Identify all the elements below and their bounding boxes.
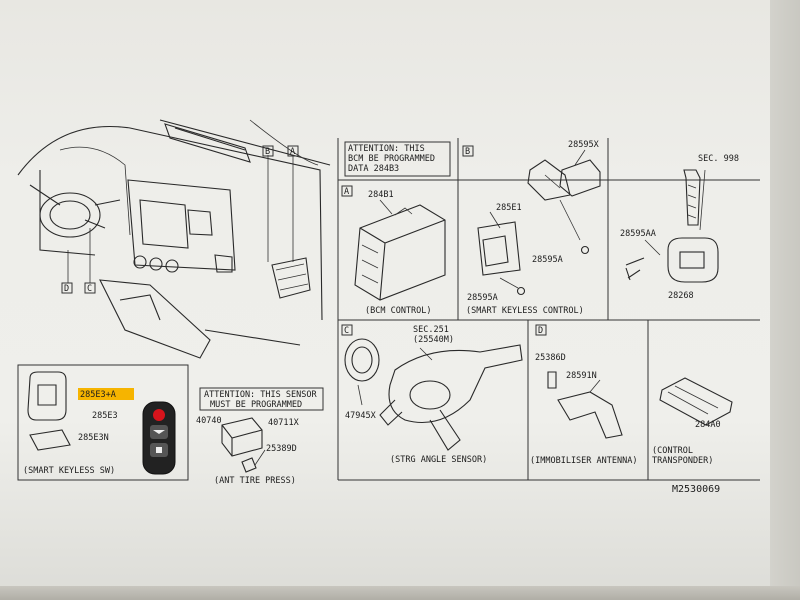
page-code: M2530069 [672, 484, 720, 495]
smart-keyless-sw-box [17, 364, 189, 481]
panel-b-box [462, 145, 474, 157]
part-47945x: 47945X [345, 411, 377, 421]
caption-smart-keyless-sw: (SMART KEYLESS SW) [23, 466, 115, 476]
panel-grid [337, 138, 760, 481]
caption-control-transponder-2: TRANSPONDER) [652, 456, 713, 466]
part-284a0: 284A0 [695, 420, 721, 430]
part-28595a-lower: 28595A [467, 293, 498, 303]
bcm-module-drawing [354, 199, 446, 301]
caption-control-transponder-1: (CONTROL [652, 446, 693, 456]
panel-c-letter: C [344, 326, 349, 336]
part-28591n: 28591N [566, 371, 597, 381]
part-28595aa: 28595AA [620, 229, 656, 239]
attention-sensor-line1: ATTENTION: THIS SENSOR [204, 390, 317, 400]
part-40711x: 40711X [268, 418, 300, 428]
immobiliser-antenna-drawing [547, 371, 623, 439]
attention-bcm-line3: DATA 284B3 [348, 164, 399, 174]
caption-smart-keyless-control: (SMART KEYLESS CONTROL) [466, 306, 584, 316]
part-285e1: 285E1 [496, 203, 522, 213]
panel-b-letter: B [465, 147, 470, 157]
part-28595x: 28595X [568, 140, 600, 150]
marker-d-box [61, 282, 73, 294]
marker-a-box [287, 145, 299, 157]
part-25386d: 25386D [535, 353, 566, 363]
keyless-switch-drawing [27, 371, 71, 451]
part-40740: 40740 [196, 416, 222, 426]
monitor-bezel-bottom [0, 586, 800, 600]
part-25389d: 25389D [266, 444, 297, 454]
part-285e3: 285E3 [92, 411, 118, 421]
attention-bcm-line2: BCM BE PROGRAMMED [348, 154, 435, 164]
control-transponder-drawing [659, 377, 733, 426]
marker-a: A [290, 147, 295, 157]
tire-sensor-drawing [221, 417, 266, 473]
marker-c-box [84, 282, 96, 294]
caption-strg-angle-sensor: (STRG ANGLE SENSOR) [390, 455, 487, 465]
part-sec-998: SEC. 998 [698, 154, 739, 164]
part-25540m: (25540M) [413, 335, 454, 345]
steering-sensor-drawing [344, 338, 523, 451]
smart-keyless-module-drawing [477, 149, 601, 296]
panel-c-box [341, 324, 353, 336]
panel-a-box [341, 185, 353, 197]
marker-b: B [265, 147, 270, 157]
panel-d-box [535, 324, 547, 336]
monitor-bezel [770, 0, 800, 600]
attention-sensor-box [199, 387, 324, 411]
key-transponder-drawing [625, 169, 719, 283]
panel-d-letter: D [538, 326, 543, 336]
marker-d: D [64, 284, 69, 294]
attention-sensor-line2: MUST BE PROGRAMMED [210, 400, 302, 410]
attention-bcm-box [344, 141, 451, 177]
part-284b1: 284B1 [368, 190, 394, 200]
part-285e3n: 285E3N [78, 433, 109, 443]
key-fob-drawing [142, 401, 176, 475]
marker-c: C [87, 284, 92, 294]
panel-a-letter: A [344, 187, 349, 197]
part-285e3a-highlight [78, 388, 134, 400]
caption-immobiliser-antenna: (IMMOBILISER ANTENNA) [530, 456, 637, 466]
dashboard-illustration [17, 119, 331, 359]
part-28268: 28268 [668, 291, 694, 301]
part-285e3a: 285E3+A [80, 390, 116, 400]
part-28595a-upper: 28595A [532, 255, 563, 265]
caption-bcm-control: (BCM CONTROL) [365, 306, 432, 316]
marker-b-box [262, 145, 274, 157]
part-sec-251: SEC.251 [413, 325, 449, 335]
attention-bcm-line1: ATTENTION: THIS [348, 144, 425, 154]
caption-ant-tire-press: (ANT TIRE PRESS) [214, 476, 296, 486]
